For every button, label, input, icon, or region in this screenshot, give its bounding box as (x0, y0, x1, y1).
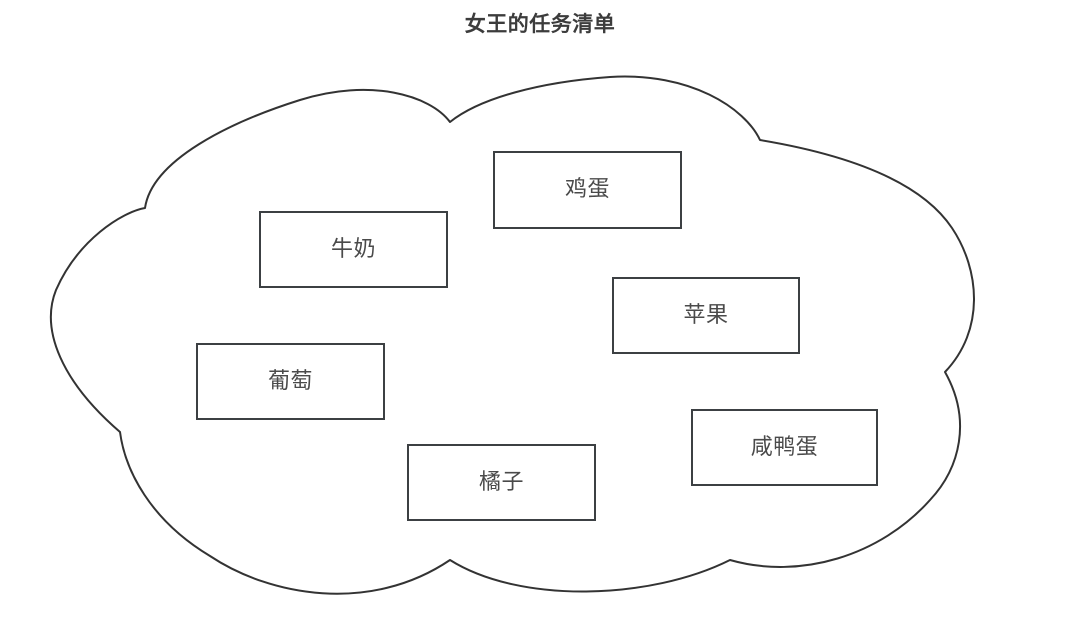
node-milk[interactable]: 牛奶 (259, 211, 448, 288)
node-label: 咸鸭蛋 (750, 434, 819, 460)
node-label: 鸡蛋 (564, 177, 610, 202)
node-label: 牛奶 (330, 236, 376, 262)
node-label: 葡萄 (267, 368, 313, 394)
node-label: 苹果 (683, 302, 729, 328)
node-salted-eggs[interactable]: 咸鸭蛋 (691, 409, 878, 486)
node-label: 橘子 (478, 469, 524, 495)
node-orange[interactable]: 橘子 (407, 444, 596, 521)
page-title: 女王的任务清单 (464, 12, 616, 36)
node-apple[interactable]: 苹果 (612, 277, 800, 354)
node-eggs[interactable]: 鸡蛋 (493, 151, 682, 229)
node-grapes[interactable]: 葡萄 (196, 343, 385, 420)
